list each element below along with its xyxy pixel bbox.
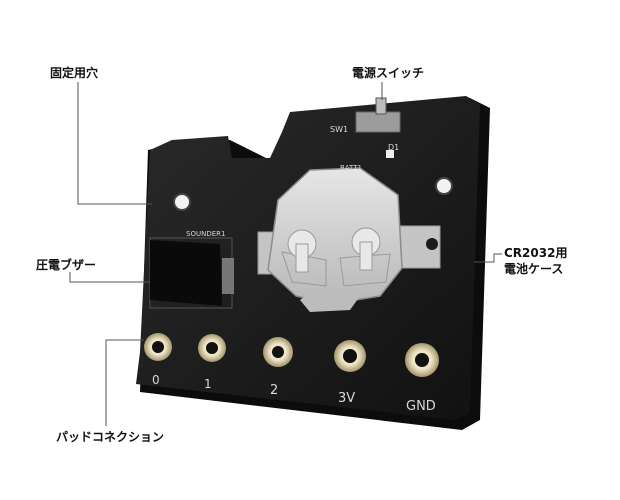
leader-mount-hole: [77, 82, 152, 205]
pad-label-gnd: GND: [406, 399, 436, 414]
leader-battery: [474, 253, 502, 263]
callout-battery-line1: CR2032用: [504, 246, 568, 260]
pad-label-1: 1: [204, 377, 212, 391]
leader-pads: [105, 339, 144, 426]
pad-ring-icon: [263, 337, 293, 367]
mount-hole-icon: [435, 177, 453, 195]
leader-buzzer: [69, 272, 150, 283]
callout-mount-hole: 固定用穴: [50, 66, 99, 80]
pad-label-2: 2: [270, 383, 278, 398]
callout-battery-line2: 電池ケース: [504, 262, 564, 276]
callout-buzzer: 圧電ブザー: [36, 258, 97, 272]
led-icon: [386, 150, 394, 158]
pad-ring-icon: [198, 334, 226, 362]
silk-switch-label: SW1: [330, 125, 348, 134]
callout-power-switch: 電源スイッチ: [352, 66, 425, 80]
buzzer-cap: [222, 258, 234, 294]
slide-switch-icon: [355, 97, 401, 133]
coin-cell: [300, 287, 360, 312]
pad-ring-icon: [334, 340, 366, 372]
piezo-buzzer-icon: [150, 240, 222, 306]
mount-hole-icon: [173, 193, 191, 211]
coin-cell-holder-icon: [257, 167, 441, 305]
pad-ring-icon: [405, 343, 439, 377]
silk-sounder-label: SOUNDER1: [186, 230, 225, 238]
pad-ring-icon: [144, 333, 172, 361]
pad-label-0: 0: [152, 373, 160, 387]
silk-led-label: D1: [388, 143, 399, 152]
callout-pads: パッドコネクション: [56, 430, 165, 444]
pad-label-3v: 3V: [338, 391, 355, 406]
silk-battery-label: BATT1: [340, 164, 362, 172]
